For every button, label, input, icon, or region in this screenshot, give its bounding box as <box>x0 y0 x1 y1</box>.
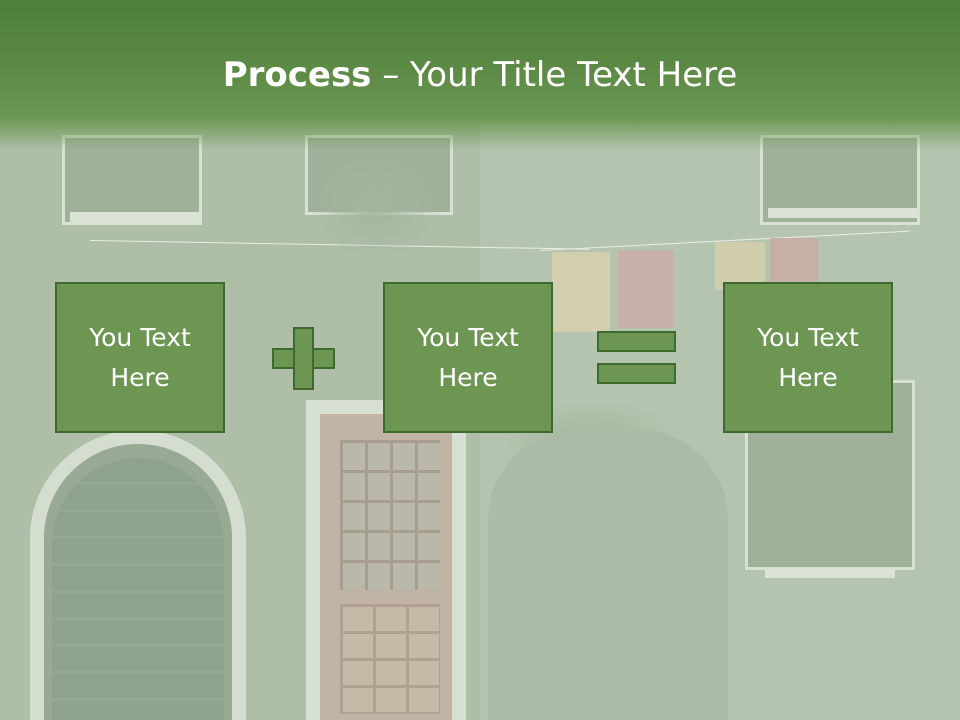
equals-icon-bottom-bar <box>597 363 676 384</box>
slide-title-rest: – Your Title Text Here <box>371 55 738 95</box>
process-box-1[interactable]: You Text Here <box>55 282 225 433</box>
process-box-text-line2: Here <box>110 362 170 392</box>
background-sill <box>70 212 200 222</box>
equals-icon-top-bar <box>597 331 676 352</box>
background-laundry <box>618 250 674 328</box>
process-box-text-line1: You Text <box>757 322 859 352</box>
slide-title-bold: Process <box>222 55 372 95</box>
process-box-text-line1: You Text <box>89 322 191 352</box>
process-box-text-line1: You Text <box>417 322 519 352</box>
background-green-arch <box>488 430 728 720</box>
background-window <box>62 135 202 225</box>
process-box-2[interactable]: You Text Here <box>383 282 553 433</box>
background-sill <box>768 208 918 218</box>
process-box-3[interactable]: You Text Here <box>723 282 893 433</box>
process-box-text-line2: Here <box>438 362 498 392</box>
plus-icon-center <box>295 350 312 367</box>
background-door-glass <box>340 440 440 590</box>
title-band <box>0 0 960 150</box>
background-laundry <box>552 252 610 332</box>
background-door-panels <box>340 604 440 714</box>
background-door-panel <box>52 458 224 720</box>
process-box-text-line2: Here <box>778 362 838 392</box>
slide-title: Process – Your Title Text Here <box>0 50 960 100</box>
background-laundry <box>770 238 818 284</box>
background-sill <box>765 568 895 578</box>
equals-icon <box>597 331 676 384</box>
background-plant <box>310 150 440 260</box>
plus-icon <box>272 327 335 390</box>
